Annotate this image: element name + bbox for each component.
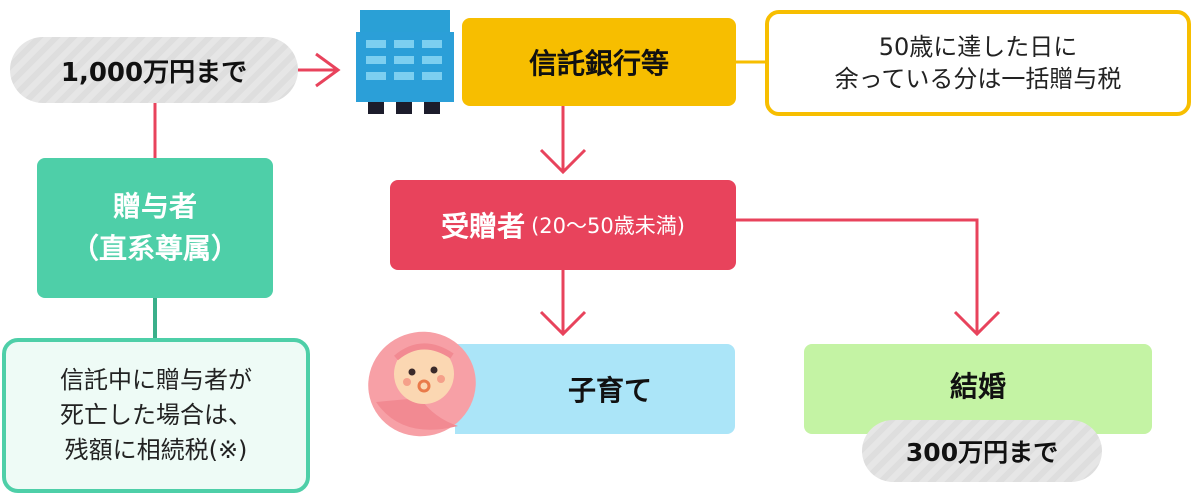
donor-sublabel: （直系尊属） (70, 232, 239, 265)
baby-icon (368, 331, 476, 437)
age50-note-box: 50歳に達した日に 余っている分は一括贈与税 (765, 10, 1191, 116)
donor-box: 贈与者 （直系尊属） (37, 158, 273, 298)
trust-bank-label: 信託銀行等 (528, 47, 669, 80)
arrowhead-to-marriage (953, 310, 1001, 337)
marriage-limit-pill: 300万円まで (862, 420, 1102, 482)
trust-bank-box: 信託銀行等 (462, 18, 736, 106)
arrowhead-to-childcare (539, 310, 587, 337)
building-icon (352, 10, 460, 114)
marriage-label: 結婚 (949, 370, 1006, 403)
amount-limit-text: 1,000万円まで (60, 57, 248, 88)
donor-death-note-box: 信託中に贈与者が 死亡した場合は、 残額に相続税(※) (2, 338, 310, 493)
childcare-box: 子育て (455, 344, 735, 434)
amount-limit-pill: 1,000万円まで (10, 37, 298, 103)
age50-note-line2: 余っている分は一括贈与税 (834, 65, 1122, 93)
recipient-label: 受贈者 (441, 210, 526, 243)
donor-note-line2: 死亡した場合は、 (60, 401, 252, 430)
age50-note-line1: 50歳に達した日に (878, 32, 1078, 61)
arrowhead-to-recipient (539, 148, 587, 175)
arrow-line-to-marriage (735, 218, 979, 333)
childcare-label: 子育て (567, 374, 652, 407)
marriage-limit-text: 300万円まで (905, 438, 1059, 467)
donor-label: 贈与者 (112, 190, 197, 223)
marriage-box: 結婚 (804, 344, 1152, 434)
recipient-age: (20～50歳未満) (531, 214, 685, 238)
recipient-box: 受贈者 (20～50歳未満) (390, 180, 736, 270)
donor-note-line1: 信託中に贈与者が (60, 366, 252, 395)
arrowhead-to-bank (315, 52, 341, 88)
donor-note-line3: 残額に相続税(※) (64, 435, 248, 464)
